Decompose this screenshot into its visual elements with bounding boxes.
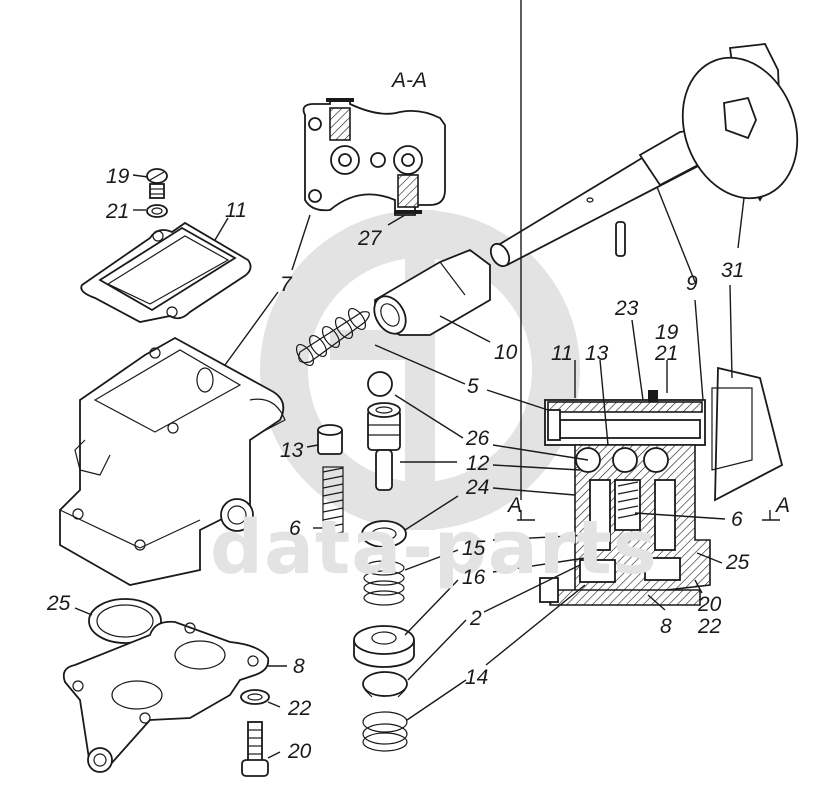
- lever-31-drawing: [681, 43, 799, 202]
- cap-13-drawing: [317, 424, 343, 455]
- callout-25-assembly: 25: [726, 551, 750, 574]
- section-marker-right: A: [776, 494, 791, 517]
- screw-19-drawing: [146, 168, 168, 199]
- oring-25-drawing: [88, 598, 162, 644]
- callout-21-assembly: 21: [655, 342, 679, 365]
- housing-7-drawing: [59, 336, 286, 586]
- callout-6: 6: [289, 517, 301, 540]
- ball-26-drawing: [367, 371, 393, 397]
- callout-12: 12: [466, 452, 490, 475]
- callout-7: 7: [280, 273, 292, 296]
- base-8-drawing: [62, 620, 270, 773]
- callout-22-assembly: 22: [698, 615, 722, 638]
- callout-23: 23: [615, 297, 639, 320]
- washer-22-drawing: [240, 689, 270, 705]
- section-marker-left: A: [508, 494, 523, 517]
- section-title: A-A: [392, 69, 428, 92]
- callout-19-assembly: 19: [655, 321, 679, 344]
- watermark-logo: [260, 210, 580, 530]
- callout-27: 27: [358, 227, 382, 250]
- callout-19: 19: [106, 165, 130, 188]
- callout-20-assembly: 20: [698, 593, 722, 616]
- callout-10: 10: [494, 341, 518, 364]
- callout-22: 22: [288, 697, 312, 720]
- callout-8: 8: [293, 655, 305, 678]
- valve-assembly-section-drawing: [539, 390, 711, 606]
- callout-31: 31: [721, 259, 745, 282]
- oring-24-drawing: [361, 520, 407, 548]
- seal-16-drawing: [353, 625, 415, 668]
- callout-14: 14: [465, 666, 489, 689]
- plate-2-drawing: [362, 671, 408, 698]
- callout-13: 13: [280, 439, 304, 462]
- cover-11-drawing: [80, 221, 252, 323]
- leader-lines: [74, 0, 780, 759]
- callout-25: 25: [47, 592, 71, 615]
- spring-15-drawing: [363, 560, 405, 606]
- callout-13-assembly: 13: [585, 342, 609, 365]
- callout-5: 5: [467, 375, 479, 398]
- screw-20-drawing: [241, 721, 269, 777]
- spring-14-drawing: [362, 711, 408, 752]
- callout-8-assembly: 8: [660, 615, 672, 638]
- callout-15: 15: [462, 537, 486, 560]
- lever-31-section-drawing: [711, 366, 784, 502]
- callout-21: 21: [106, 200, 130, 223]
- shaft-9-drawing: [489, 130, 702, 268]
- callout-24: 24: [466, 476, 490, 499]
- callout-26: 26: [466, 427, 490, 450]
- valve-12-drawing: [367, 402, 401, 491]
- section-a-a-drawing: [302, 98, 446, 216]
- callout-2: 2: [470, 607, 482, 630]
- callout-11-assembly: 11: [551, 342, 573, 365]
- callout-16: 16: [462, 566, 486, 589]
- fitting-10-drawing: [373, 248, 491, 336]
- pin-23-drawing: [615, 221, 626, 257]
- spring-5-drawing: [295, 307, 370, 367]
- spring-6-drawing: [322, 466, 344, 540]
- callout-20: 20: [288, 740, 312, 763]
- callout-6-assembly: 6: [731, 508, 743, 531]
- watermark-text: data-parts: [210, 505, 658, 591]
- callout-11: 11: [225, 199, 247, 222]
- callout-9: 9: [686, 272, 698, 295]
- washer-21-drawing: [146, 204, 168, 218]
